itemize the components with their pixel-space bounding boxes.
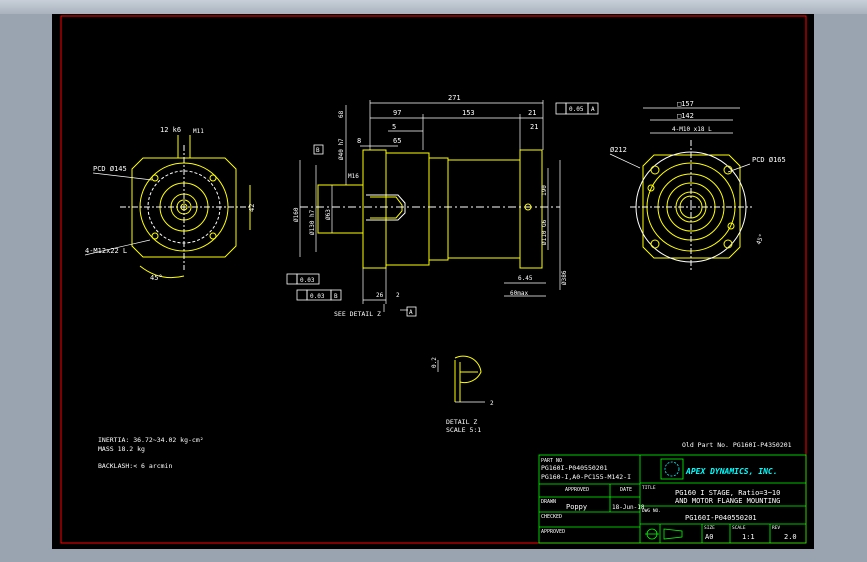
tol-value-2: 0.03	[310, 293, 325, 300]
dim-5: 5	[392, 123, 396, 131]
key-dim-label: 42	[248, 204, 256, 212]
tb-drawn-label: DRAWN	[541, 499, 556, 505]
tb-size: A0	[705, 533, 713, 541]
tb-approved2-label: APPROVED	[541, 529, 565, 535]
tb-title-label: TITLE	[642, 485, 656, 491]
datum-b-flag: B	[316, 147, 320, 154]
dim-d130: Ø130 h7	[309, 209, 316, 235]
old-part-no: Old Part No. PG160I-P4350201	[682, 441, 792, 449]
tb-scale: 1:1	[742, 533, 755, 541]
window-strip	[0, 0, 867, 14]
title-block	[538, 454, 807, 544]
pcd-label-left: PCD Ø145	[93, 165, 127, 173]
holes-label-left: 4-M12x22 L	[85, 247, 127, 255]
note-mass: MASS 18.2 kg	[98, 445, 145, 453]
dim-271: 271	[448, 94, 461, 102]
tb-dwg-no: PG160I-P040550201	[685, 514, 757, 522]
dim-d386: Ø386	[561, 270, 568, 285]
detail-dim-2: 2	[490, 400, 494, 407]
detail-scale: SCALE 5:1	[446, 426, 481, 434]
dim-21a: 21	[528, 109, 536, 117]
dim-60max: 60max	[510, 290, 528, 297]
dim-d212: Ø212	[610, 146, 627, 154]
drawing-frame	[60, 15, 807, 544]
dim-97: 97	[393, 109, 401, 117]
shaft-dim-label-2: M11	[193, 128, 204, 135]
tb-checked-label: CHECKED	[541, 514, 562, 520]
tb-date: 18-Jun-18	[612, 504, 645, 511]
datum-a-flag: A	[409, 309, 413, 316]
company-name: APEX DYNAMICS, INC.	[685, 467, 778, 476]
tol-value-1: 0.03	[300, 277, 315, 284]
tb-approved-label: APPROVED	[565, 487, 589, 493]
shaft-dim-label: 12 k6	[160, 126, 181, 134]
see-detail-label: SEE DETAIL Z	[334, 310, 381, 318]
tb-part-no-2: PG160-I,A0-PC155-M142-I	[541, 473, 631, 481]
detail-dim-02: 0.2	[431, 357, 438, 368]
tb-title-1: PG160 I STAGE, Ratio=3~10	[675, 489, 780, 497]
note-inertia: INERTIA: 36.72~34.02 kg-cm²	[98, 436, 204, 444]
detail-z	[437, 355, 485, 403]
gdt-frame-parallel: 0.05 A	[555, 102, 599, 115]
projection-symbol-icon	[645, 528, 683, 540]
datum-ref-a: A	[591, 106, 595, 113]
dim-d40b: 68	[338, 110, 345, 118]
dim-sq157: □157	[677, 100, 694, 108]
dim-65: 65	[393, 137, 401, 145]
tb-title-2: AND MOTOR FLANGE MOUNTING	[675, 497, 780, 505]
holes-label-right: 4-M10 x18 L	[672, 126, 712, 133]
dim-sq142: □142	[677, 112, 694, 120]
dim-d110b: 190	[541, 185, 548, 196]
pcd-label-right: PCD Ø165	[752, 156, 786, 164]
gdt-frame-flatness: 0.03	[286, 273, 320, 285]
dim-21b: 21	[530, 123, 538, 131]
tb-scale-label: SCALE	[732, 525, 746, 531]
dim-8: 8	[357, 137, 361, 145]
tb-size-label: SIZE	[704, 525, 715, 531]
dim-d110: Ø110 G6	[541, 219, 548, 245]
tb-dwg-label: DWG NO.	[642, 508, 661, 514]
dim-2: 2	[396, 292, 400, 299]
angle-label-left: 45°	[150, 274, 163, 282]
tb-rev: 2.0	[784, 533, 797, 541]
dim-d160: Ø160	[293, 207, 300, 222]
thread-m16: M16	[348, 173, 359, 180]
company-logo	[660, 458, 684, 480]
dim-d40: Ø40 h7	[338, 138, 345, 160]
angle-label-right: 45°	[755, 233, 765, 246]
tb-drawn-by: Poppy	[566, 503, 587, 511]
note-backlash: BACKLASH:< 6 arcmin	[98, 462, 172, 470]
front-view-right	[630, 107, 752, 272]
dim-6-45: 6.45	[518, 275, 533, 282]
section-view	[299, 100, 561, 312]
front-view-left	[120, 135, 251, 279]
dim-153: 153	[462, 109, 475, 117]
tb-part-no-1: PG160I-P040550201	[541, 464, 608, 472]
datum-ref-b: B	[334, 293, 338, 300]
detail-label: DETAIL Z	[446, 418, 477, 426]
tb-part-no-label: PART NO	[541, 458, 562, 464]
gdt-frame-runout: 0.03 B	[296, 289, 342, 301]
tol-value-3: 0.05	[569, 106, 584, 113]
dim-26: 26	[376, 292, 384, 299]
dim-d63: Ø63	[325, 209, 332, 220]
tb-date-label: DATE	[620, 487, 632, 493]
tb-rev-label: REV	[772, 525, 780, 531]
